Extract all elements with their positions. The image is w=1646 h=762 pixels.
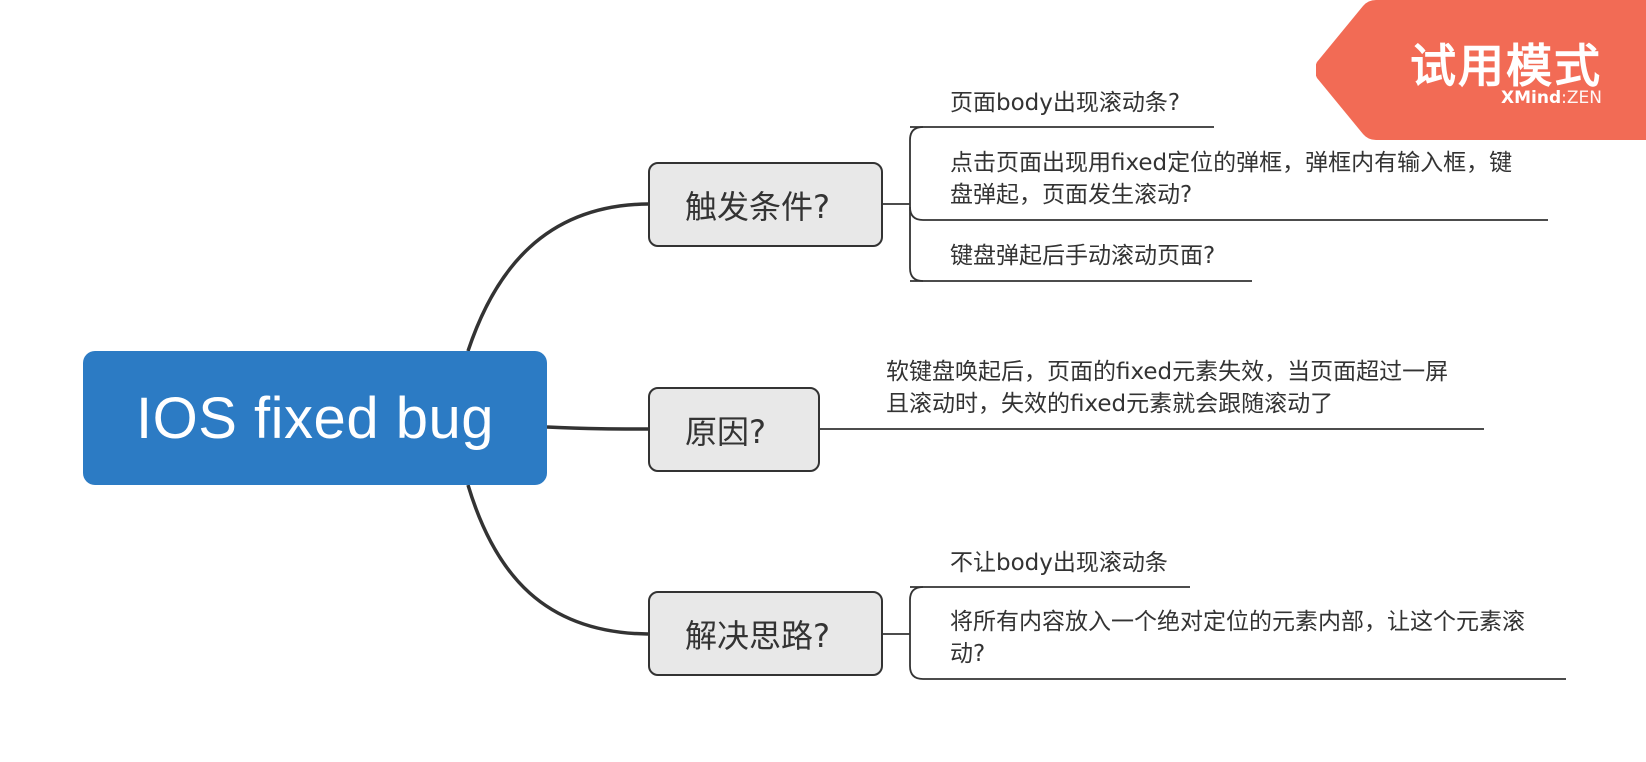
- bracket-trigger: [909, 126, 924, 282]
- subtopic-fixed-popup-keyboard[interactable]: 点击页面出现用fixed定位的弹框，弹框内有输入框，键 盘弹起，页面发生滚动?: [950, 147, 1512, 211]
- subtopic-line: 页面body出现滚动条?: [950, 90, 1181, 116]
- topic-cause[interactable]: 原因?: [648, 387, 820, 472]
- brand-separator: :: [1561, 88, 1567, 108]
- branch-curve-solution: [466, 484, 649, 636]
- subtopic-absolute-container[interactable]: 将所有内容放入一个绝对定位的元素内部，让这个元素滚 动?: [950, 606, 1525, 670]
- subtopic-line: 且滚动时，失效的fixed元素就会跟随滚动了: [886, 391, 1334, 417]
- subtopic-no-body-scrollbar[interactable]: 不让body出现滚动条: [950, 547, 1168, 579]
- topic-label: 触发条件?: [685, 187, 830, 226]
- badge-title: 试用模式: [1410, 39, 1602, 93]
- topic-trigger-conditions[interactable]: 触发条件?: [648, 162, 883, 247]
- subtopic-line: 盘弹起，页面发生滚动?: [950, 182, 1193, 208]
- central-topic-label: IOS fixed bug: [136, 385, 494, 451]
- subtopic-line: 不让body出现滚动条: [950, 550, 1168, 576]
- subtopic-line: 软键盘唤起后，页面的fixed元素失效，当页面超过一屏: [886, 359, 1449, 385]
- subtopic-line: 将所有内容放入一个绝对定位的元素内部，让这个元素滚: [950, 609, 1525, 635]
- badge-shape: [1316, 0, 1646, 140]
- subtopic-line: 动?: [950, 641, 986, 667]
- subtopic-cause-detail[interactable]: 软键盘唤起后，页面的fixed元素失效，当页面超过一屏 且滚动时，失效的fixe…: [886, 356, 1448, 420]
- subtopic-line: 点击页面出现用fixed定位的弹框，弹框内有输入框，键: [950, 150, 1513, 176]
- subtopic-manual-scroll[interactable]: 键盘弹起后手动滚动页面?: [950, 240, 1215, 272]
- topic-label: 解决思路?: [685, 616, 830, 655]
- topic-solution-ideas[interactable]: 解决思路?: [648, 591, 883, 676]
- branch-curve-trigger: [466, 202, 649, 352]
- underline-trigger-2: [909, 206, 1548, 221]
- brand-edition: ZEN: [1566, 88, 1602, 108]
- badge-brand: XMind:ZEN: [1501, 88, 1602, 108]
- subtopic-body-scrollbar[interactable]: 页面body出现滚动条?: [950, 87, 1180, 119]
- subtopic-line: 键盘弹起后手动滚动页面?: [950, 243, 1216, 269]
- trial-mode-badge: 试用模式 XMind:ZEN: [1316, 0, 1646, 140]
- bracket-solution: [909, 586, 924, 680]
- branch-curve-cause: [546, 425, 649, 431]
- central-topic[interactable]: IOS fixed bug: [83, 351, 547, 485]
- brand-name: XMind: [1501, 88, 1562, 108]
- topic-label: 原因?: [685, 412, 766, 451]
